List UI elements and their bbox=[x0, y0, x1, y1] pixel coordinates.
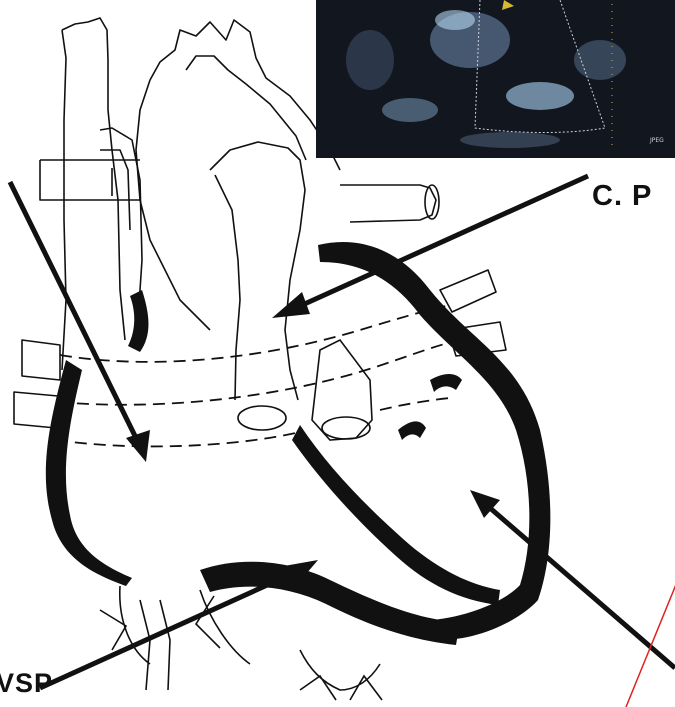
arrow-vsp bbox=[40, 560, 318, 688]
right-atrium-wall bbox=[46, 360, 132, 586]
echo-speckle-4 bbox=[574, 40, 626, 80]
echo-speckle-3 bbox=[382, 98, 438, 122]
apex-outline bbox=[300, 650, 382, 700]
right-pulmonary-branch bbox=[40, 160, 140, 200]
echo-watermark: JPEG bbox=[650, 137, 664, 144]
label-vsp: VSP bbox=[0, 668, 53, 699]
atrial-appendage bbox=[128, 290, 149, 352]
echo-speckle-5 bbox=[435, 10, 475, 30]
left-pulmonary-branch bbox=[340, 185, 436, 222]
echo-speckle-2 bbox=[506, 82, 574, 110]
echo-speckle-7 bbox=[460, 132, 560, 148]
trabeculation-1 bbox=[398, 421, 426, 440]
chamber-outlines bbox=[100, 340, 382, 700]
azygos-vein bbox=[100, 128, 142, 320]
superior-vena-cava bbox=[62, 18, 125, 370]
aortic-arch bbox=[136, 20, 340, 330]
echo-inset bbox=[316, 0, 675, 158]
arrow-lower-right bbox=[470, 490, 675, 668]
dashed-paths bbox=[56, 306, 452, 446]
pulmonary-valve-ring bbox=[322, 417, 370, 439]
echo-speckle-6 bbox=[346, 30, 394, 90]
aortic-root-right bbox=[312, 340, 372, 440]
dashed-upper bbox=[60, 306, 446, 362]
aortic-inner bbox=[186, 56, 306, 160]
trabeculation-2 bbox=[430, 374, 462, 392]
aortic-valve-ring bbox=[238, 406, 286, 430]
pulmonary-trunk bbox=[210, 142, 305, 400]
inferior-vena-cava bbox=[100, 596, 220, 690]
label-cp: C. P bbox=[592, 180, 652, 213]
